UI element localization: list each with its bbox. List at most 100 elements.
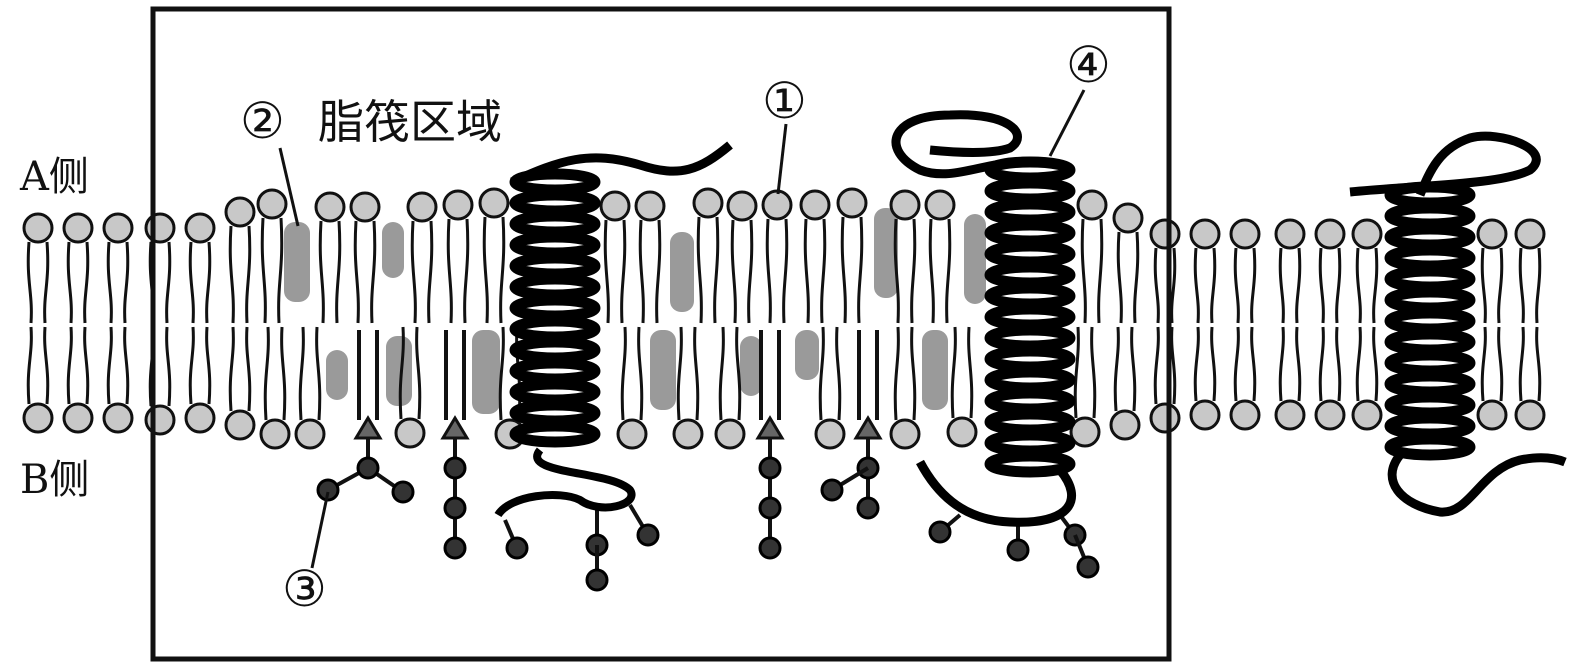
helix-turn (984, 303, 1076, 331)
lipid-head (814, 418, 846, 450)
lipid-tail (415, 326, 422, 420)
helix-turn (1384, 433, 1476, 461)
lipid-tail (188, 326, 195, 405)
glycan-unit (505, 536, 529, 560)
lipid-tail (1153, 326, 1160, 405)
lipid-tail (803, 218, 810, 324)
marker-3-pointer (310, 491, 330, 569)
lipid-head (144, 404, 176, 436)
lipid-head (62, 212, 94, 244)
helix-turn (984, 408, 1076, 436)
lipid-head (672, 418, 704, 450)
glycolipid-anchor-icon (853, 415, 883, 440)
protein-loop (1387, 452, 1567, 517)
lipid-head (599, 190, 631, 222)
lipid-tail (245, 326, 252, 412)
lipid-tail (676, 326, 683, 421)
lipid-head (1351, 399, 1383, 431)
glycolipid-anchor-icon (755, 415, 785, 440)
lipid-tail (277, 217, 284, 324)
lipid-tail (463, 218, 470, 324)
helix-turn (984, 366, 1076, 394)
lipid-head (224, 196, 256, 228)
lipid-head (1149, 402, 1181, 434)
cholesterol-icon (326, 350, 348, 400)
helix-turn (509, 231, 601, 259)
lipid-head (1229, 218, 1261, 250)
lipid-tail (1335, 326, 1342, 402)
helix-turn (509, 420, 601, 448)
lipid-tail (165, 326, 172, 407)
lipid-head (1351, 218, 1383, 250)
glycan-unit (356, 456, 380, 480)
lipid-tail (782, 218, 789, 324)
helix-turn (509, 315, 601, 343)
lipid-tail (499, 216, 506, 324)
lipid-tail (820, 218, 827, 324)
helix-turn (509, 210, 601, 238)
lipid-head (224, 409, 256, 441)
lipid-tail (950, 326, 957, 419)
lipid-tail (1278, 326, 1285, 402)
protein-loop (510, 141, 733, 187)
lipid-tail (263, 326, 270, 421)
lipid-head (1189, 218, 1221, 250)
raft-region-label: 脂筏区域 (318, 95, 502, 149)
helix-turn (509, 189, 601, 217)
lipid-tail (83, 241, 90, 324)
marker-4-pointer (1048, 89, 1086, 157)
phospholipid-bilayer (22, 187, 1546, 450)
lipid-tail (335, 220, 342, 324)
glycan-unit (443, 496, 467, 520)
helix-turn (509, 399, 601, 427)
lipid-head (314, 191, 346, 223)
transmembrane-proteins (494, 110, 1567, 527)
transmembrane-protein-1 (494, 141, 733, 518)
lipid-head (1189, 399, 1221, 431)
lipid-head (144, 212, 176, 244)
side-b-label: B侧 (20, 457, 89, 503)
protein-loop (916, 459, 1076, 527)
lipid-head (1112, 202, 1144, 234)
lipid-tail (928, 218, 935, 324)
lipid-tail (840, 216, 847, 324)
lipid-head (22, 212, 54, 244)
helix-turn (509, 294, 601, 322)
lipid-tail (1278, 247, 1285, 324)
lipid-head (256, 188, 288, 220)
glycan-unit (758, 456, 782, 480)
glycan-unit (820, 478, 844, 502)
lipid-head (102, 212, 134, 244)
lipid-head (406, 191, 438, 223)
cholesterol-icon (874, 208, 898, 298)
cholesterol-icon (472, 330, 500, 414)
glycan-unit (928, 520, 952, 544)
lipid-tail (1193, 326, 1200, 402)
cholesterol-group (284, 208, 986, 414)
lipid-head (294, 418, 326, 450)
lipid-tail (228, 225, 235, 324)
lipid-tail (245, 225, 252, 324)
glycan-unit (316, 478, 340, 502)
cholesterol-icon (670, 232, 694, 312)
lipid-tail (1250, 326, 1257, 402)
helix-turn (509, 378, 601, 406)
lipid-head (889, 418, 921, 450)
lipid-tail (318, 220, 325, 324)
lipid-tail (1233, 247, 1240, 324)
glycolipid-anchor-icon (440, 415, 470, 440)
lipid-head (1314, 218, 1346, 250)
lipid-tail (446, 218, 453, 324)
lipid-head (1274, 218, 1306, 250)
helix-turn (984, 261, 1076, 289)
marker-2-pointer (278, 147, 300, 227)
lipid-tail (910, 326, 917, 421)
marker-1: ① (762, 72, 807, 130)
cholesterol-icon (795, 330, 819, 380)
lipid-tail (818, 326, 825, 421)
lipid-tail (1480, 247, 1487, 324)
lipid-tail (967, 326, 974, 419)
lipid-tail (945, 218, 952, 324)
lipid-tail (637, 326, 644, 421)
